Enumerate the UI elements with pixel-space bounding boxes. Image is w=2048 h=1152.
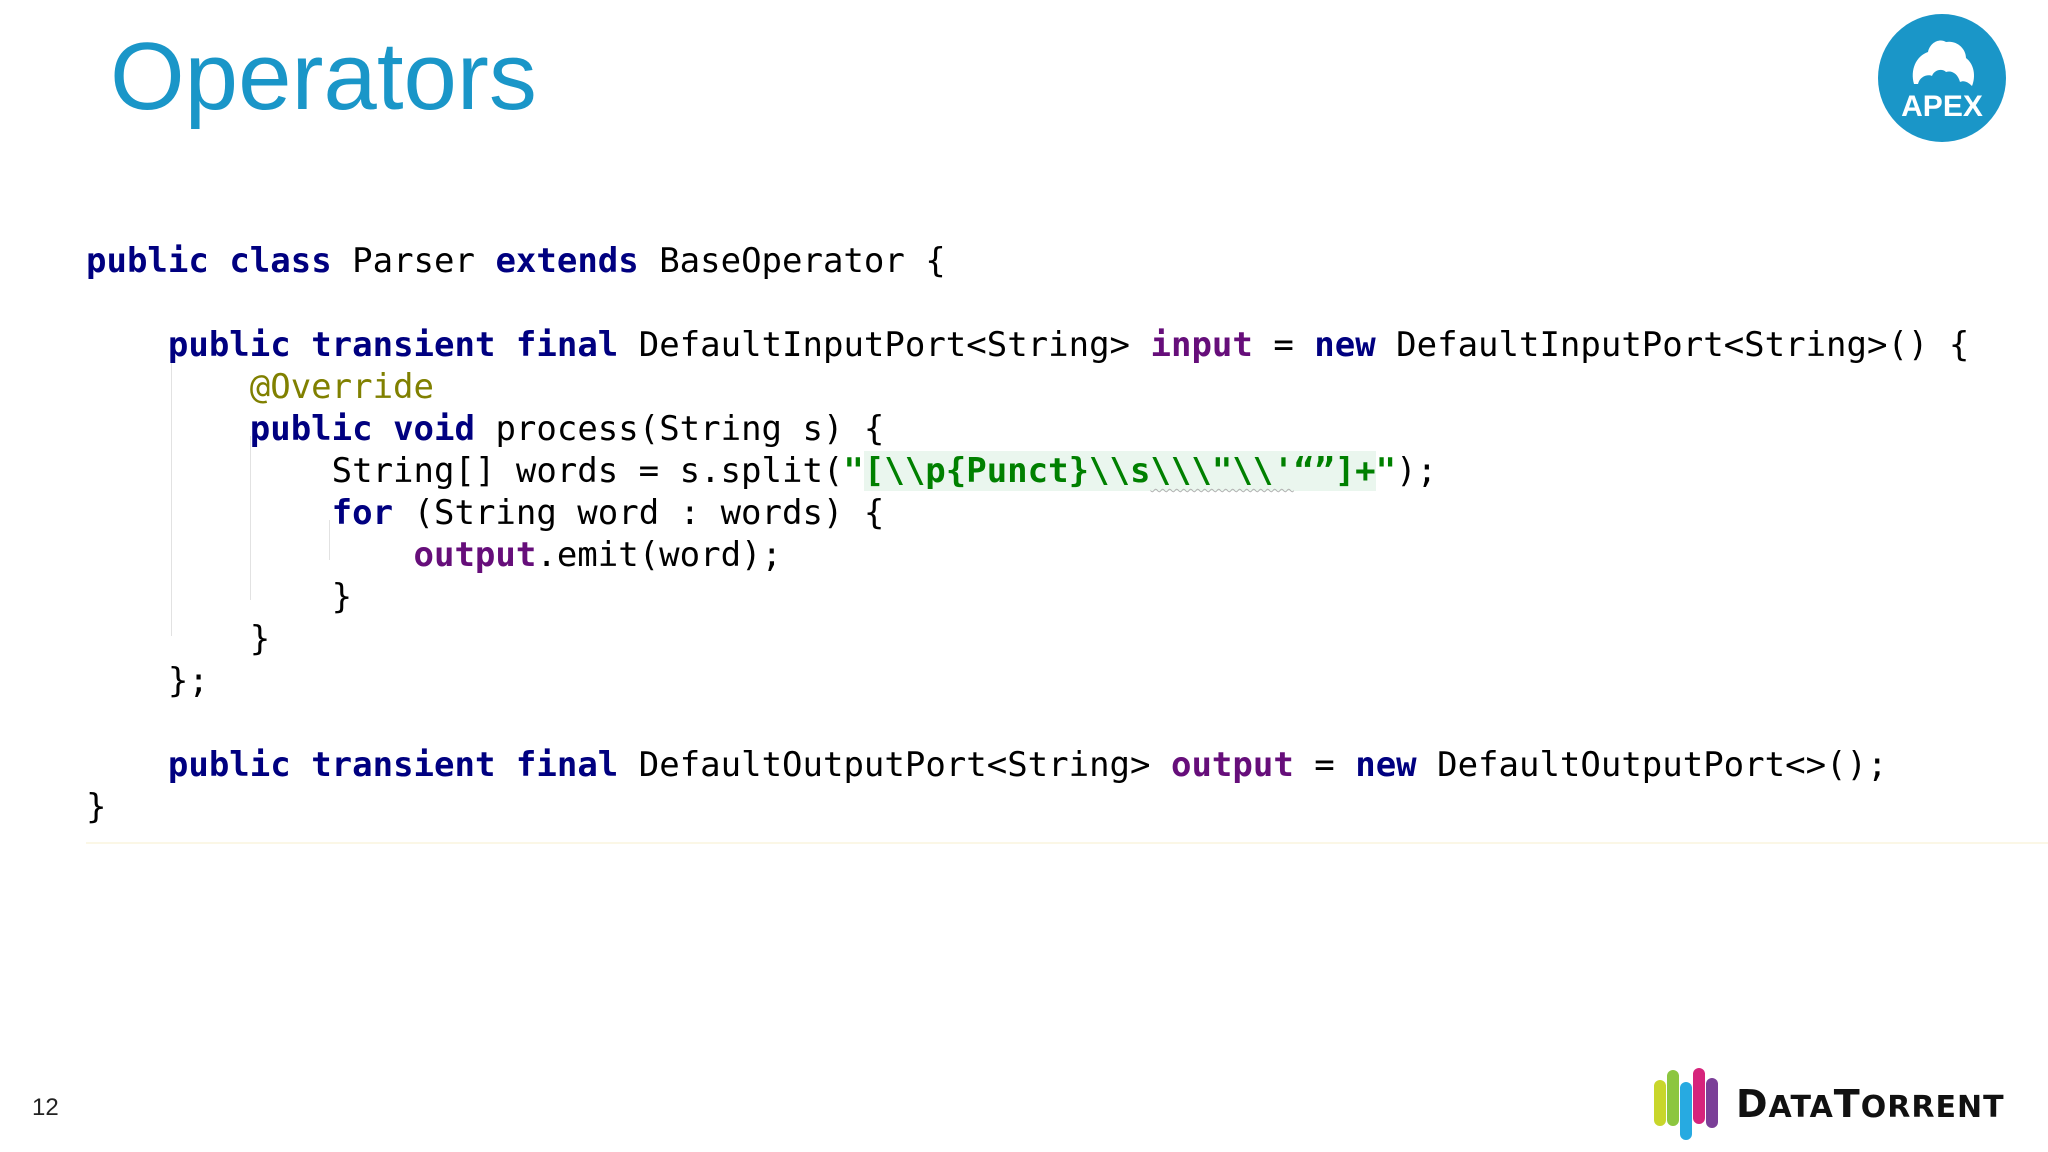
code-token: public [167,745,291,785]
code-token: @Override [249,367,434,407]
code-line: } [86,618,270,660]
page-number: 12 [32,1094,59,1121]
code-token [86,745,168,785]
code-token: " [843,451,864,491]
apex-gorilla-icon [1912,40,1974,86]
apex-logo-text: APEX [1901,90,1983,123]
code-token [291,745,311,785]
code-token: Parser [331,241,496,281]
code-line: public transient final DefaultInputPort<… [86,324,1969,366]
code-token: transient [311,745,496,785]
code-token: new [1314,325,1376,365]
code-token: public [86,241,209,281]
apex-logo: APEX [1878,14,2006,142]
code-token: String[] words = s.split( [86,451,844,491]
code-block-border [86,842,2048,844]
code-token: [\\p{Punct}\\s [863,451,1151,491]
code-line: output.emit(word); [86,534,782,576]
code-line: } [86,786,106,828]
code-token: class [229,241,332,281]
code-token: transient [311,325,496,365]
code-token [209,241,229,281]
code-token: (String word : words) { [393,493,885,533]
code-token [495,745,515,785]
code-token: } [86,787,107,827]
code-token: process(String s) { [474,409,885,449]
indent-guide [329,520,330,560]
code-token: output [1170,745,1294,785]
code-token [86,535,414,575]
code-token: DefaultInputPort<String> [618,325,1151,365]
apex-logo-circle [1878,14,2006,142]
code-token: for [331,493,394,533]
code-token: final [515,745,619,785]
code-token [373,409,393,449]
code-line: public class Parser extends BaseOperator… [86,240,946,282]
code-line: for (String word : words) { [86,492,885,534]
indent-guide [250,436,251,600]
code-token: } [86,619,271,659]
datatorrent-logo: DATATORRENT [1652,1066,2038,1142]
code-token: new [1355,745,1417,785]
code-token [495,325,515,365]
code-token: void [393,409,475,449]
code-block: public class Parser extends BaseOperator… [86,240,2048,840]
code-token [86,409,250,449]
code-token: \\\"\\' [1150,451,1294,491]
code-token: " [1375,451,1397,491]
code-token: DefaultInputPort<String>() { [1375,325,1970,365]
code-token: ); [1396,451,1438,491]
code-token: = [1293,745,1356,785]
indent-guide [171,352,172,636]
code-token [291,325,311,365]
datatorrent-wordmark: DATATORRENT [1736,1082,2005,1126]
code-token: final [515,325,619,365]
code-token: input [1150,325,1253,365]
code-token: DefaultOutputPort<String> [618,745,1171,785]
code-token: output [413,535,537,575]
code-token [86,325,168,365]
code-token: } [86,577,353,617]
code-token: “”]+ [1293,451,1376,491]
code-token [86,367,250,407]
code-line: public void process(String s) { [86,408,885,450]
code-token [86,493,332,533]
code-token: DefaultOutputPort<>(); [1416,745,1888,785]
code-token: public [249,409,373,449]
slide-title: Operators [110,23,537,130]
code-line: }; [86,660,209,702]
code-token: }; [86,661,209,701]
code-token: = [1252,325,1315,365]
code-token: extends [495,241,639,281]
code-token: public [167,325,291,365]
code-token: BaseOperator { [638,241,946,281]
code-line: public transient final DefaultOutputPort… [86,744,1888,786]
code-line: @Override [86,366,434,408]
datatorrent-mark-icon [1654,1068,1718,1140]
code-line: } [86,576,352,618]
code-token: .emit(word); [536,535,782,575]
code-line: String[] words = s.split("[\\p{Punct}\\s… [86,450,1437,492]
